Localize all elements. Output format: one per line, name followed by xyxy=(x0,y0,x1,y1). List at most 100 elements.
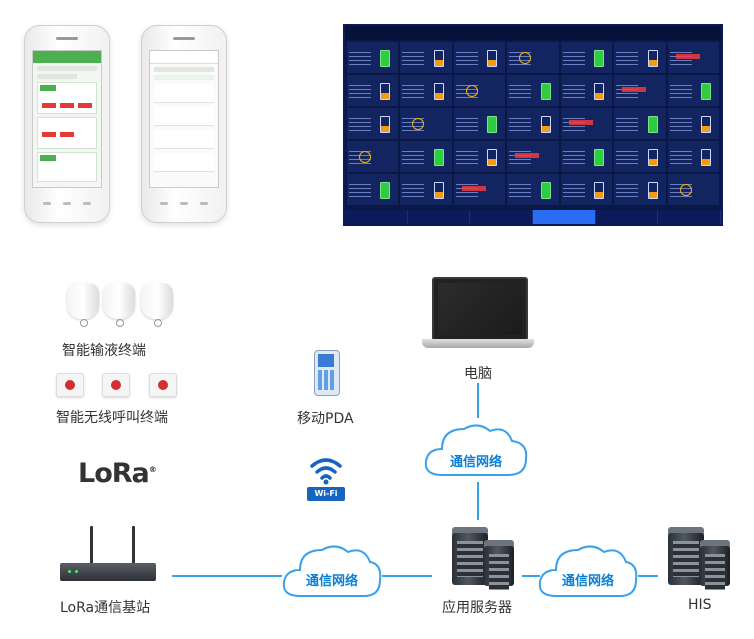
computer-label: 电脑 xyxy=(464,366,492,382)
call-button-icon xyxy=(149,373,177,397)
phone-right-row xyxy=(154,153,214,172)
link-line xyxy=(522,575,540,577)
monitor-cell xyxy=(400,75,452,106)
monitor-cell xyxy=(453,174,506,205)
pda-icon xyxy=(314,350,340,396)
phone-left-tag xyxy=(40,155,56,161)
server-top xyxy=(700,540,730,548)
monitor-cell xyxy=(400,108,452,139)
monitor-cell xyxy=(560,141,613,172)
cloud-upper: 通信网络 xyxy=(422,417,530,483)
phone-left-chip xyxy=(42,132,56,137)
link-line xyxy=(382,575,432,577)
lora-logo: LoRa® xyxy=(78,458,157,489)
infusion-monitor-screenshot xyxy=(343,24,723,226)
monitor-cell xyxy=(400,174,452,205)
phone-right xyxy=(141,25,227,223)
cloud-right-label: 通信网络 xyxy=(561,574,614,589)
monitor-tabs xyxy=(345,210,721,224)
monitor-tab-active xyxy=(533,210,596,224)
phone-right-header xyxy=(150,51,218,64)
phone-left-chip xyxy=(60,103,74,108)
wifi-label: Wi-Fi xyxy=(307,487,345,501)
phone-left-chip xyxy=(78,103,92,108)
server-top xyxy=(668,527,704,535)
phone-left-card-2 xyxy=(37,117,97,149)
laptop-base xyxy=(422,339,534,348)
monitor-cell xyxy=(614,42,666,73)
monitor-cell xyxy=(347,75,399,106)
laptop-icon xyxy=(432,277,528,341)
phone-navkeys xyxy=(37,202,97,210)
call-button-icon xyxy=(56,373,84,397)
monitor-title-bar xyxy=(345,26,721,40)
monitor-cell xyxy=(453,108,506,139)
monitor-cell xyxy=(347,42,399,73)
monitor-tab xyxy=(345,210,408,224)
cloud-icon xyxy=(282,545,382,597)
monitor-tab xyxy=(470,210,534,224)
phone-right-row xyxy=(154,84,214,103)
server-icon xyxy=(484,546,514,590)
router-icon xyxy=(60,563,156,581)
phone-right-line xyxy=(154,67,214,72)
monitor-cell xyxy=(453,141,506,172)
phone-navkeys xyxy=(154,202,214,210)
phone-left-search xyxy=(37,66,97,71)
call-button-icon xyxy=(102,373,130,397)
monitor-cell xyxy=(400,42,452,73)
monitor-cell xyxy=(614,75,666,106)
monitor-cell xyxy=(614,141,666,172)
server-icon xyxy=(700,546,730,590)
phone-right-row xyxy=(154,130,214,149)
phone-right-tabs xyxy=(154,75,214,80)
infusion-terminal-label: 智能输液终端 xyxy=(62,343,146,359)
server-icon xyxy=(452,533,488,585)
server-icon xyxy=(668,533,704,585)
phone-right-row xyxy=(154,107,214,126)
monitor-cell xyxy=(667,75,719,106)
link-line xyxy=(477,383,479,418)
monitor-cell xyxy=(453,42,506,73)
monitor-cell xyxy=(667,174,719,205)
monitor-cell xyxy=(667,141,719,172)
link-line xyxy=(172,575,282,577)
his-label: HIS xyxy=(688,597,712,613)
router-antenna xyxy=(132,526,135,564)
phone-left-screen xyxy=(32,50,102,188)
monitor-cell xyxy=(667,108,719,139)
infusion-terminal-icon xyxy=(141,283,173,327)
monitor-cell xyxy=(347,141,399,172)
infusion-terminal-icon xyxy=(67,283,99,327)
phone-left-chip xyxy=(60,132,74,137)
monitor-cell xyxy=(453,75,506,106)
link-line xyxy=(477,482,479,520)
router-antenna xyxy=(90,526,93,564)
monitor-cell xyxy=(667,42,719,73)
monitor-grid xyxy=(347,42,719,205)
monitor-cell xyxy=(507,75,559,106)
monitor-cell xyxy=(507,42,559,73)
cloud-upper-label: 通信网络 xyxy=(449,455,502,470)
monitor-cell xyxy=(347,174,399,205)
phone-left-line xyxy=(37,74,77,79)
phone-right-screen xyxy=(149,50,219,188)
server-top xyxy=(484,540,514,548)
phone-speaker xyxy=(173,37,195,40)
phone-left-card-3 xyxy=(37,152,97,182)
monitor-tab xyxy=(596,210,659,224)
phone-left xyxy=(24,25,110,223)
monitor-cell xyxy=(400,141,452,172)
cloud-middle: 通信网络 xyxy=(280,540,384,604)
server-top xyxy=(452,527,488,535)
monitor-cell xyxy=(560,174,613,205)
lora-logo-text: LoRa xyxy=(78,458,150,489)
monitor-tab xyxy=(408,210,471,224)
wireless-call-terminal-label: 智能无线呼叫终端 xyxy=(56,410,168,426)
wifi-icon: Wi-Fi xyxy=(307,452,345,502)
monitor-cell xyxy=(614,108,666,139)
monitor-tab xyxy=(658,210,721,224)
monitor-cell xyxy=(507,108,559,139)
monitor-cell xyxy=(507,141,559,172)
infusion-terminal-icon xyxy=(103,283,135,327)
